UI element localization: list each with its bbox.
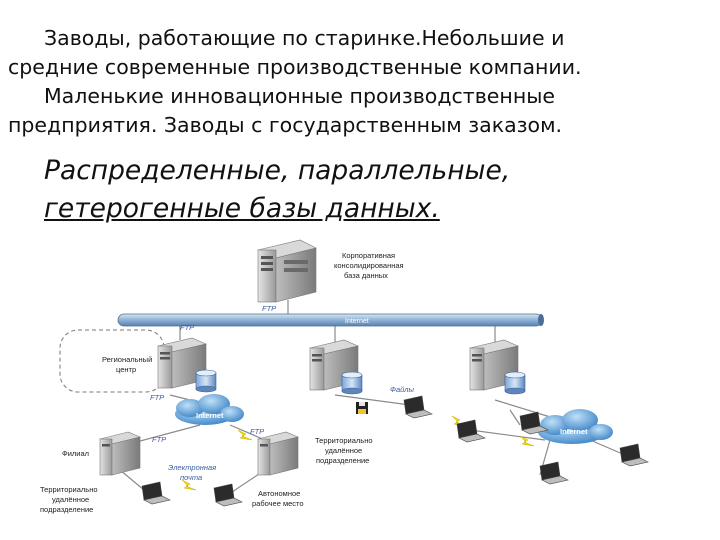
intro-line-2: средние современные производственные ком… [8,55,582,79]
right-db-icon [504,371,526,395]
middle-db-icon [341,371,363,395]
floppy-disk-icon [356,402,368,414]
laptop-icons [141,395,649,507]
intro-text: Заводы, работающие по старинке.Небольшие… [8,24,714,140]
heading-line-2: гетерогенные базы данных. [44,190,644,228]
internet-cloud-right-icon [538,409,613,444]
territorial-right-label-2: удалённое [325,446,362,455]
internet-cloud-right-label: Internet [560,427,588,436]
heading-line-1: Распределенные, параллельные, [44,155,511,186]
corporate-db-label: Корпоративная консолидированная база дан… [334,251,404,280]
internet-backbone [117,313,544,327]
territorial-left-label-2: удалённое [52,495,89,504]
heading-line-2-text: гетерогенные базы данных. [44,193,440,224]
territorial-left-label-1: Территориально [40,485,98,494]
laptop-icon [519,411,549,435]
ftp-label-territorial: FTP [250,427,264,436]
corporate-server-icon [257,239,317,303]
corporate-db-label-3: база данных [344,271,388,280]
corporate-db-label-2: консолидированная [334,261,404,270]
email-label-1: Электронная [168,463,216,472]
laptop-icon [539,461,569,485]
territorial-left-label: Территориально удалённое подразделение [40,485,98,514]
territorial-right-label-3: подразделение [316,456,369,465]
laptop-icon [213,483,243,507]
autonomous-workstation-label-1: Автономное [258,489,300,498]
internet-bus-label: Internet [345,318,369,325]
territorial-server-icon [257,431,299,476]
laptop-icon [141,481,171,505]
autonomous-workstation-label: Автономное рабочее место [252,489,304,508]
autonomous-workstation-label-2: рабочее место [252,499,304,508]
ftp-label-left: FTP [180,323,194,332]
email-label: Электронная почта [168,463,216,482]
corporate-db-label-1: Корпоративная [342,251,395,260]
laptop-icon [403,395,433,419]
files-label: Файлы [390,385,415,394]
regional-center-label-1: Региональный [102,355,152,364]
laptop-icon [619,443,649,467]
intro-line-1: Заводы, работающие по старинке.Небольшие… [44,26,565,50]
regional-db-icon [195,369,217,393]
laptop-icon [456,419,486,443]
regional-center-region [59,329,165,393]
ftp-label-mid: FTP [150,393,164,402]
territorial-left-label-3: подразделение [40,505,93,514]
internet-cloud-left-icon [175,394,244,425]
intro-line-3: Маленькие инновационные производственные [44,84,556,108]
regional-center-label-2: центр [116,365,136,374]
internet-cloud-left-label: Internet [196,411,224,420]
email-label-2: почта [180,473,202,482]
intro-line-4: предприятия. Заводы с государственным за… [8,113,563,137]
territorial-right-label: Территориально удалённое подразделение [315,436,373,465]
branch-label: Филиал [62,449,89,458]
ftp-label-top: FTP [262,304,276,313]
regional-center-label: Региональный центр [102,355,152,374]
section-heading: Распределенные, параллельные, гетерогенн… [44,152,644,228]
ftp-label-branch: FTP [152,435,166,444]
branch-server-icon [99,431,141,476]
territorial-right-label-1: Территориально [315,436,373,445]
